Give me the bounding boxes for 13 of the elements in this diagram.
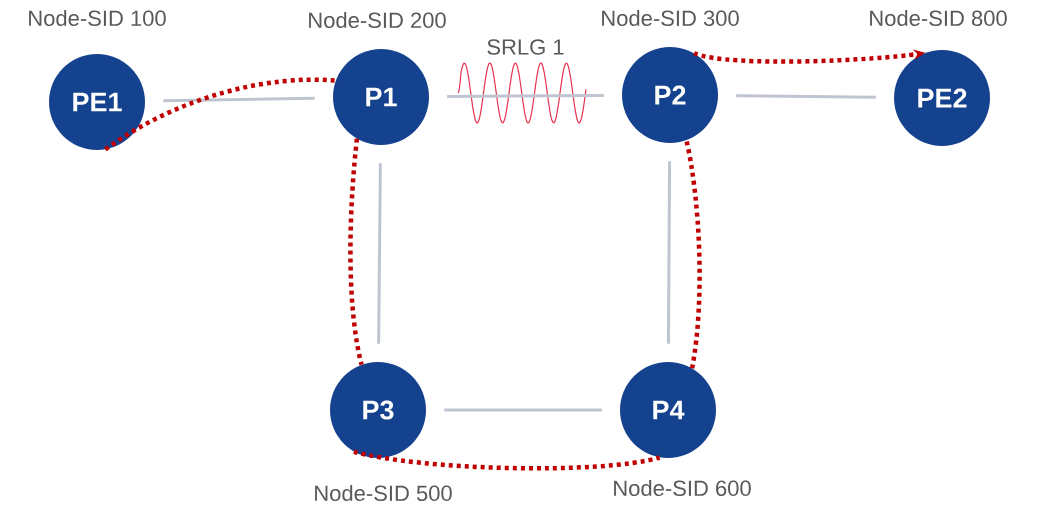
link-line: [447, 93, 604, 99]
link-line: [666, 161, 672, 344]
node-sid-label: Node-SID 200: [309, 11, 446, 29]
link-line: [444, 408, 602, 412]
link-line: [163, 96, 315, 103]
node-sid-label: Node-SID 300: [602, 9, 739, 27]
edge-label: SRLG 1: [487, 39, 564, 55]
node-sid-label: Node-SID 800: [870, 9, 1007, 27]
link-line: [377, 163, 382, 344]
link-line: [736, 94, 876, 99]
node-sid-label: Node-SID 600: [614, 479, 751, 497]
node-sid-label: Node-SID 100: [29, 9, 166, 27]
node-sid-label: Node-SID 500: [315, 484, 452, 502]
